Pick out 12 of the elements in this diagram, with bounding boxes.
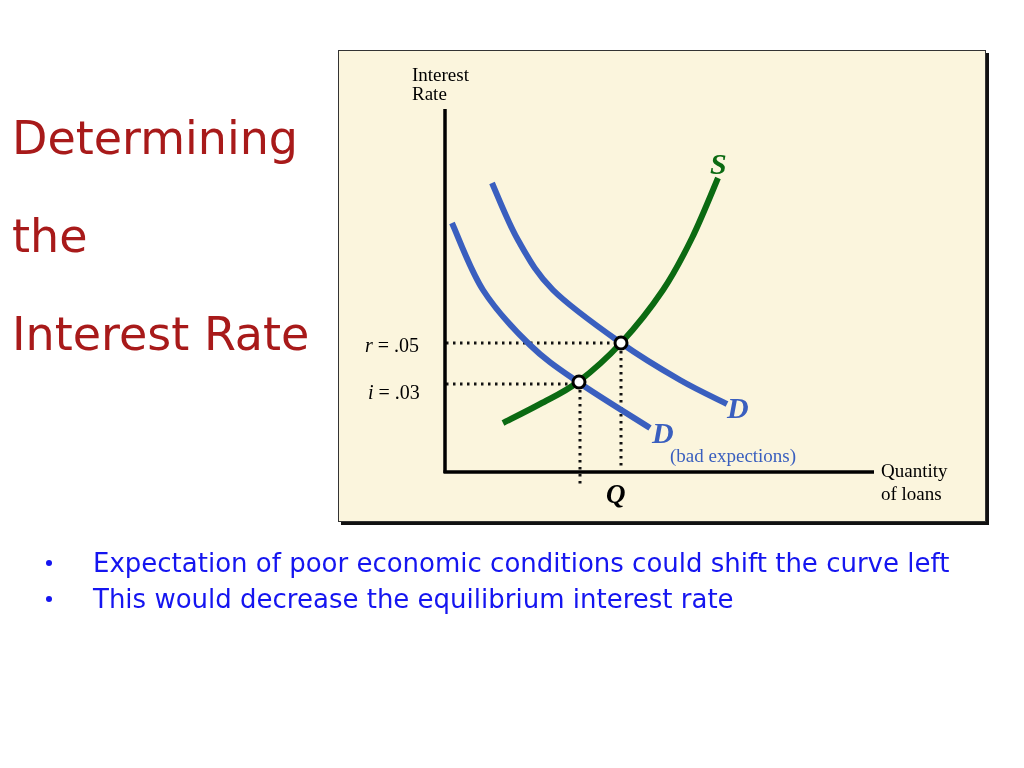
tick-label: Q — [606, 481, 626, 508]
axis-label: Interest Rate — [412, 65, 470, 103]
bullet-text: Expectation of poor economic conditions could shift the curve left — [93, 547, 950, 580]
slide-title: Determining the Interest Rate — [12, 110, 311, 363]
tick-label: i = .03 — [368, 382, 420, 402]
bullet-text: This would decrease the equilibrium interest rate — [93, 583, 734, 616]
axis-label: Quantity of loans — [881, 459, 949, 505]
curve-label: D — [652, 418, 674, 448]
tick-label: r = .05 — [365, 335, 420, 355]
curve-note: (bad expections) — [670, 446, 797, 465]
curve-label: D — [727, 393, 749, 423]
curve-label: S — [710, 149, 727, 179]
